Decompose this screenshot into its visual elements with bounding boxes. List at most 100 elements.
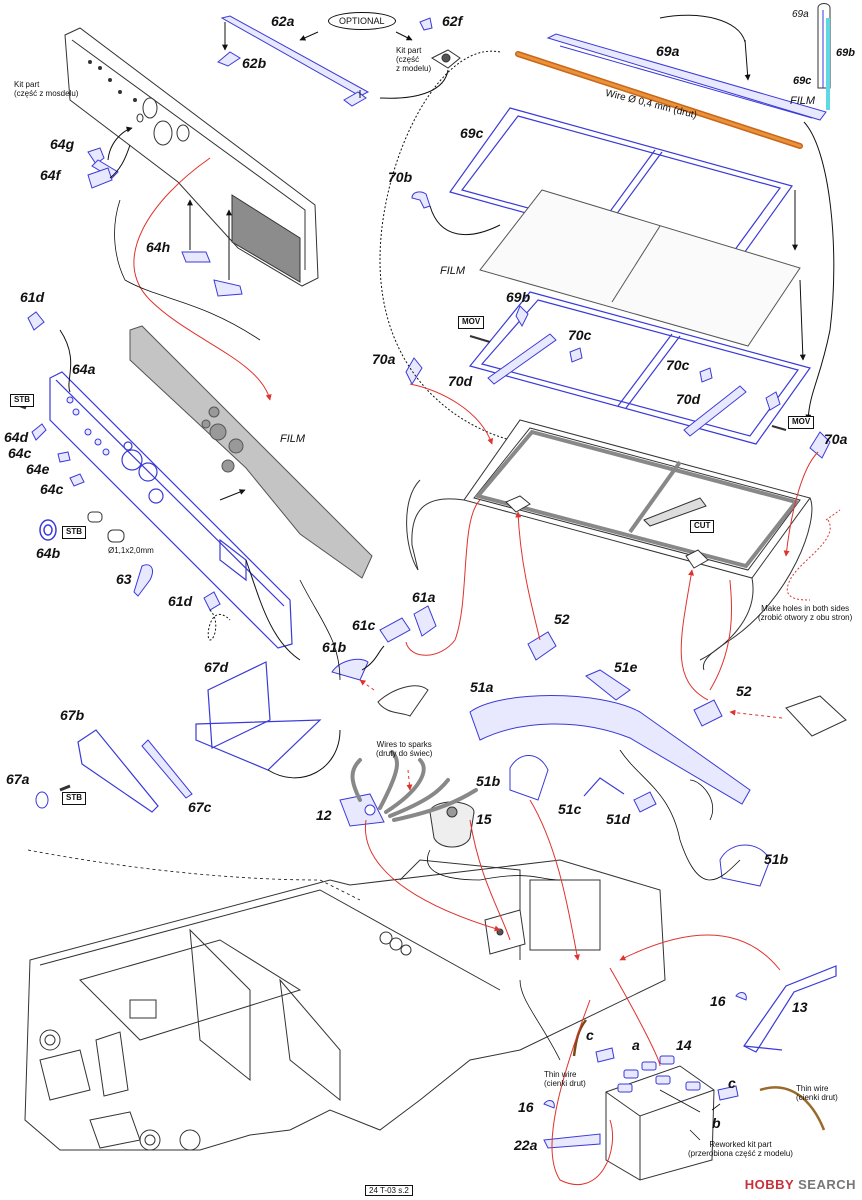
label-70a-left: 70a bbox=[372, 351, 396, 367]
label-64b: 64b bbox=[36, 545, 61, 561]
label-b: b bbox=[712, 1115, 721, 1131]
battery-box-mount bbox=[484, 909, 526, 955]
part-52-in-frame bbox=[505, 495, 709, 569]
part-64f bbox=[87, 167, 113, 189]
label-62a: 62a bbox=[271, 13, 295, 29]
part-63 bbox=[133, 564, 153, 597]
label-22a: 22a bbox=[514, 1137, 538, 1153]
label-69b: 69b bbox=[506, 289, 531, 305]
spark-wires bbox=[350, 750, 478, 822]
part-51b-right bbox=[719, 844, 771, 887]
holes-note: Make holes in both sides (zrobić otwory … bbox=[758, 604, 853, 623]
label-62b: 62b bbox=[242, 55, 267, 71]
thin-wire-left-note: Thin wire (cienki drut) bbox=[544, 1070, 586, 1089]
part-61a bbox=[413, 605, 437, 637]
thin-wire-right bbox=[759, 1086, 826, 1131]
label-film-top: FILM bbox=[790, 95, 816, 107]
label-61b: 61b bbox=[322, 639, 347, 655]
label-70c-left: 70c bbox=[568, 327, 592, 343]
page-footer: 24 T-03 s.2 bbox=[365, 1185, 413, 1196]
kit-dashboard-panel bbox=[64, 27, 319, 287]
kit-part-62f bbox=[430, 49, 461, 69]
kit-latch bbox=[377, 685, 429, 717]
part-61c bbox=[379, 617, 411, 643]
jeep-body bbox=[24, 859, 666, 1151]
label-70c-right: 70c bbox=[666, 357, 690, 373]
part-c bbox=[595, 1047, 739, 1101]
label-13: 13 bbox=[792, 999, 808, 1015]
label-14: 14 bbox=[676, 1037, 692, 1053]
rod-part bbox=[87, 511, 125, 543]
part-16-bottom bbox=[543, 1100, 555, 1109]
part-12 bbox=[339, 793, 385, 827]
label-63: 63 bbox=[116, 571, 132, 587]
label-69c: 69c bbox=[460, 125, 484, 141]
label-c-right: c bbox=[728, 1075, 736, 1091]
label-64a: 64a bbox=[72, 361, 96, 377]
label-51d: 51d bbox=[606, 811, 631, 827]
film-sheet bbox=[479, 189, 801, 347]
label-64f: 64f bbox=[40, 167, 61, 183]
part-52-right bbox=[693, 699, 723, 727]
part-22a bbox=[543, 1133, 601, 1149]
label-70a-right: 70a bbox=[824, 431, 848, 447]
mov-tag-left: MOV bbox=[458, 316, 485, 329]
film-cyan bbox=[826, 18, 830, 110]
stb-tag-2: STB bbox=[62, 526, 86, 539]
label-64h: 64h bbox=[146, 239, 171, 255]
label-64d: 64d bbox=[4, 429, 29, 445]
part-64d-group bbox=[31, 396, 110, 487]
part-70d-right bbox=[683, 385, 747, 437]
thin-wire-left bbox=[572, 1019, 587, 1057]
kit-part-panel-note: Kit part (część z mosdelu) bbox=[14, 80, 79, 99]
part-67c bbox=[141, 739, 193, 799]
part-51d bbox=[633, 791, 657, 813]
parts-61d bbox=[27, 311, 221, 611]
label-a: a bbox=[632, 1037, 640, 1053]
label-61a: 61a bbox=[412, 589, 436, 605]
part-69b-clip bbox=[515, 305, 529, 328]
label-61c: 61c bbox=[352, 617, 376, 633]
cut-tag: CUT bbox=[690, 520, 715, 533]
part-14 bbox=[617, 1055, 701, 1093]
part-70c-left bbox=[569, 347, 583, 363]
label-51e: 51e bbox=[614, 659, 638, 675]
cut-knife bbox=[643, 497, 707, 527]
label-64g: 64g bbox=[50, 136, 75, 152]
part-70d-left bbox=[487, 333, 557, 385]
part-51b-left bbox=[509, 755, 549, 801]
label-51b-right: 51b bbox=[764, 851, 789, 867]
label-film-mid: FILM bbox=[440, 265, 466, 277]
part-67b bbox=[77, 729, 159, 813]
watermark: HOBBY SEARCH bbox=[745, 1177, 856, 1192]
optional-tag: OPTIONAL bbox=[328, 12, 396, 30]
label-62f: 62f bbox=[442, 13, 463, 29]
part-62a bbox=[217, 15, 370, 107]
label-52-left: 52 bbox=[554, 611, 570, 627]
part-16-top bbox=[735, 992, 747, 1001]
label-16-bottom: 16 bbox=[518, 1099, 534, 1115]
part-70a-right bbox=[809, 431, 831, 459]
reworked-note: Reworked kit part (przerobiona część z m… bbox=[688, 1140, 793, 1159]
film-panel bbox=[129, 325, 373, 579]
wires-sparks-note: Wires to sparks (druty do świec) bbox=[376, 740, 433, 759]
mov-tag-right: MOV bbox=[788, 416, 815, 429]
label-51b-left: 51b bbox=[476, 773, 501, 789]
label-film-dash: FILM bbox=[280, 433, 306, 445]
part-67d bbox=[195, 661, 322, 771]
windshield-assembly bbox=[406, 419, 813, 671]
label-69b-film: 69b bbox=[836, 47, 855, 59]
label-61d-bottom: 61d bbox=[168, 593, 193, 609]
label-67b: 67b bbox=[60, 707, 85, 723]
label-16-right: 16 bbox=[710, 993, 726, 1009]
label-69c-film: 69c bbox=[793, 75, 812, 87]
part-70a-left bbox=[405, 357, 423, 386]
label-64e: 64e bbox=[26, 461, 50, 477]
battery bbox=[605, 1065, 715, 1181]
label-15: 15 bbox=[476, 811, 492, 827]
part-64a bbox=[49, 371, 293, 649]
kit-part-62f-note: Kit part (część z modelu) bbox=[396, 46, 432, 74]
label-52-right: 52 bbox=[736, 683, 752, 699]
label-69a: 69a bbox=[656, 43, 680, 59]
